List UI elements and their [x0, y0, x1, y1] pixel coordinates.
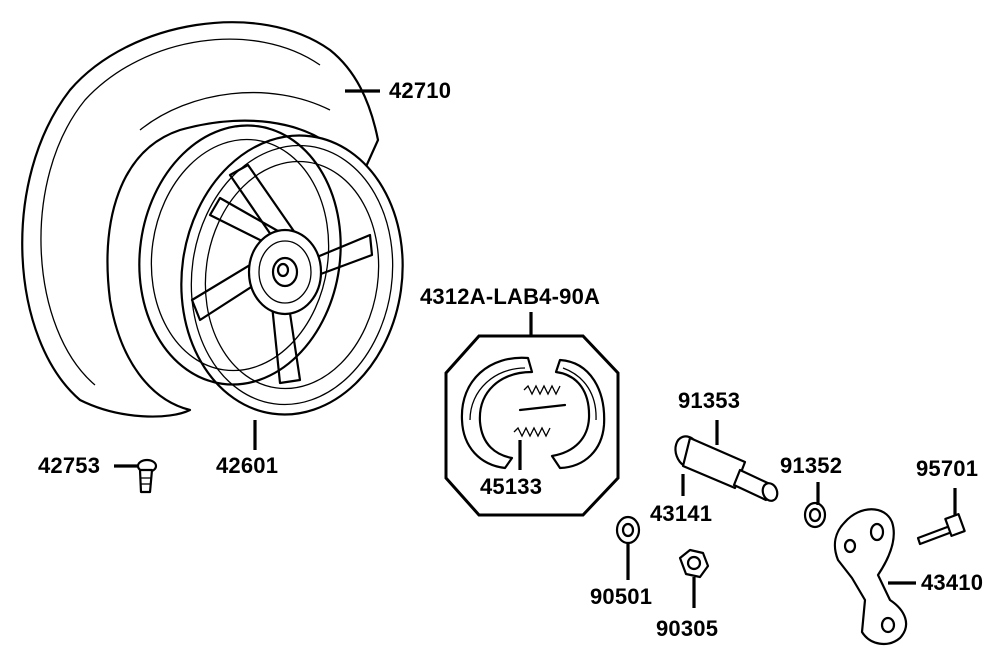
leader-lines: [114, 89, 957, 608]
label-4312a-lab4-90a: 4312A-LAB4-90A: [420, 284, 601, 309]
label-43141: 43141: [650, 501, 713, 526]
rim-drawing: [138, 124, 404, 416]
nut-drawing: [678, 548, 710, 579]
label-42753: 42753: [38, 453, 101, 478]
seal-drawing: [803, 501, 827, 529]
brake-springs-drawing: [513, 384, 561, 438]
label-91352: 91352: [780, 453, 843, 478]
bolt-drawing: [916, 513, 966, 546]
label-91353: 91353: [678, 388, 741, 413]
label-90305: 90305: [656, 616, 719, 641]
label-90501: 90501: [590, 584, 653, 609]
label-42710: 42710: [389, 78, 452, 103]
axle-shaft-drawing: [674, 435, 779, 502]
label-42601: 42601: [216, 453, 279, 478]
label-95701: 95701: [916, 456, 979, 481]
label-43410: 43410: [921, 570, 984, 595]
valve-drawing: [136, 458, 158, 494]
brake-shoes-drawing: [460, 356, 606, 470]
brake-shoe-frame: [444, 334, 620, 517]
brake-arm-drawing: [833, 508, 908, 646]
label-45133: 45133: [480, 474, 543, 499]
washer-drawing: [615, 515, 641, 545]
